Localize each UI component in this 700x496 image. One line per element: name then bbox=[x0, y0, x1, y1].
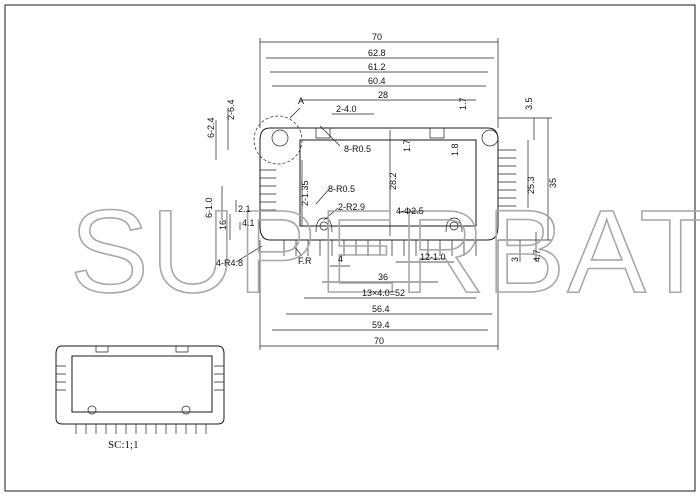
label-f-r: F.R bbox=[298, 256, 312, 266]
dim-6-2-4: 6-2.4 bbox=[206, 117, 216, 138]
dim-3: 3 bbox=[510, 257, 520, 262]
dim-4-7: 4.7 bbox=[532, 249, 542, 262]
dim-4-phi-2-5: 4-Φ2.5 bbox=[396, 206, 424, 216]
dim-4-r4-8: 4-R4.8 bbox=[216, 258, 243, 268]
dim-12-1-0: 12-1.0 bbox=[420, 252, 446, 262]
dim-62-8: 62.8 bbox=[368, 48, 386, 58]
dim-6-1-0: 6-1.0 bbox=[204, 197, 214, 218]
detail-a-circle bbox=[253, 115, 303, 165]
dim-1-7-top: 1.7 bbox=[458, 97, 468, 110]
dim-59-4: 59.4 bbox=[372, 320, 390, 330]
small-profile-view bbox=[55, 345, 225, 434]
dim-56-4: 56.4 bbox=[372, 304, 390, 314]
dim-35: 35 bbox=[548, 178, 558, 188]
dim-4-1: 4.1 bbox=[242, 218, 255, 228]
dim-70-bottom: 70 bbox=[374, 336, 384, 346]
dim-3-5: 3.5 bbox=[524, 97, 534, 110]
dim-2-1: 2.1 bbox=[238, 204, 251, 214]
dim-61-2: 61.2 bbox=[368, 62, 386, 72]
dim-2-1-35: 2-1.35 bbox=[300, 180, 310, 206]
dim-28: 28 bbox=[378, 90, 388, 100]
scale-label: SC:1;1 bbox=[108, 439, 139, 451]
dimension-lines bbox=[215, 38, 552, 350]
dim-8-r0-5-top: 8-R0.5 bbox=[344, 144, 371, 154]
dim-4: 4 bbox=[338, 254, 343, 264]
dim-36: 36 bbox=[378, 272, 388, 282]
dimension-labels: 70 62.8 61.2 60.4 28 2-4.0 1.7 3.5 A 2-6… bbox=[204, 32, 558, 346]
dim-28-2: 28.2 bbox=[388, 172, 398, 190]
dim-2-r2-9: 2-R2.9 bbox=[338, 202, 365, 212]
dim-60-4: 60.4 bbox=[368, 76, 386, 86]
page-border bbox=[4, 4, 696, 492]
dim-2-6-4: 2-6.4 bbox=[226, 99, 236, 120]
dim-1-7-mid: 1.7 bbox=[402, 139, 412, 152]
dim-2-4-0: 2-4.0 bbox=[336, 104, 357, 114]
dim-25-3: 25.3 bbox=[526, 176, 536, 194]
dim-8-r0-5-mid: 8-R0.5 bbox=[328, 184, 355, 194]
dim-70-top: 70 bbox=[372, 32, 382, 42]
dim-13x4: 13×4.0=52 bbox=[362, 288, 405, 298]
dim-16: 16 bbox=[218, 220, 228, 230]
dim-1-8: 1.8 bbox=[450, 143, 460, 156]
watermark-text: SUPERBAT bbox=[70, 186, 700, 318]
enclosure-profile bbox=[259, 127, 516, 256]
detail-a-label: A bbox=[298, 96, 304, 106]
